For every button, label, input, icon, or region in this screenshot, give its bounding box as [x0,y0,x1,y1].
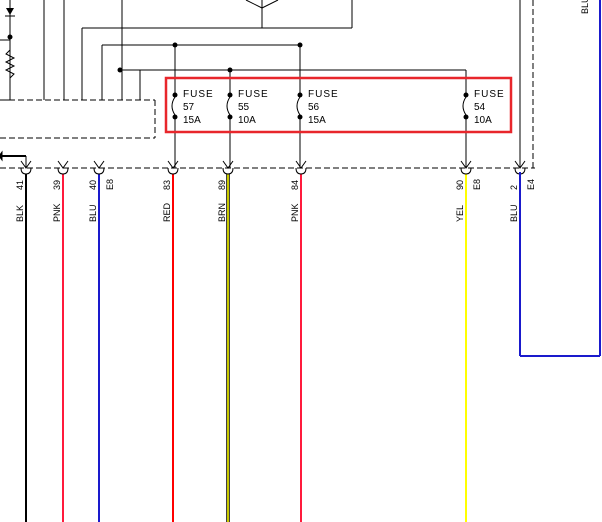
fuse-rating: 15A [183,115,201,126]
wire-layer [25,174,467,522]
connector-pin-40[interactable] [93,160,105,175]
fuse-rating: 10A [238,115,256,126]
wire-color-label: BRN [217,203,227,222]
wire-color-label: BLU [88,204,98,222]
connector-id-label: E4 [526,179,536,190]
connector-pin-41[interactable] [20,160,32,175]
pin-number-label: 39 [52,180,62,190]
connector-pin-90[interactable] [460,160,472,175]
junction-dot [7,34,13,40]
fuse-number: 56 [308,102,320,113]
fuse-name: FUSE [474,89,505,100]
top-right-wire-label: BLU [580,0,590,14]
fuse-icon [462,96,467,116]
module-outline [0,0,535,169]
fuse-name: FUSE [308,89,339,100]
connector-pin-89[interactable] [222,160,234,175]
fuse-layer: FUSE 57 15A FUSE 55 10A FUSE 56 15A FUSE 54 10A [171,89,505,126]
fuse-feed-wires [174,45,467,168]
fuse-number: 55 [238,102,250,113]
junction-dot [117,67,123,73]
wire-color-label: PNK [290,203,300,222]
fuse-icon [296,96,301,116]
fuse-highlight-box[interactable] [164,76,513,134]
fuse-terminal [297,92,303,98]
pin-number-label: 41 [15,180,25,190]
fuse-number: 54 [474,102,486,113]
fuse-56[interactable]: FUSE 56 15A [296,89,339,126]
pin-number-label: 40 [88,180,98,190]
fuse-rating: 15A [308,115,326,126]
fuse-number: 57 [183,102,195,113]
fuse-terminal [227,114,233,120]
wire-color-label: RED [162,202,172,222]
pin-number-label: 84 [290,180,300,190]
fuse-terminal [172,114,178,120]
wire-color-label: BLK [15,205,25,222]
fuse-55[interactable]: FUSE 55 10A [226,89,269,126]
fuse-icon [171,96,176,116]
wire-color-label: PNK [52,203,62,222]
wire-color-label: BLU [509,204,519,222]
fuse-terminal [172,92,178,98]
ground-connection [0,150,27,168]
fuse-icon [226,96,231,116]
connector-pin-84[interactable] [295,160,307,175]
fuse-name: FUSE [183,89,214,100]
fuse-terminal [463,92,469,98]
fuse-57[interactable]: FUSE 57 15A [171,89,214,126]
upper-left-circuit [0,0,466,101]
connector-id-label: E8 [472,179,482,190]
fuse-terminal [463,114,469,120]
fuse-rating: 10A [474,115,492,126]
resistor-icon [4,49,16,79]
fuse-terminal [297,114,303,120]
fuse-54[interactable]: FUSE 54 10A [462,89,505,126]
fuse-terminal [227,92,233,98]
blu-loop [519,0,601,357]
pin-number-label: 2 [509,185,519,190]
connector-pin-39[interactable] [57,160,69,175]
connector-pin-83[interactable] [167,160,179,175]
wire-color-label: YEL [455,205,465,222]
fuse-name: FUSE [238,89,269,100]
pin-number-label: 89 [217,180,227,190]
pin-number-label: 83 [162,180,172,190]
connector-id-label: E8 [105,179,115,190]
pin-number-label: 90 [455,180,465,190]
diode-icon [5,8,15,17]
